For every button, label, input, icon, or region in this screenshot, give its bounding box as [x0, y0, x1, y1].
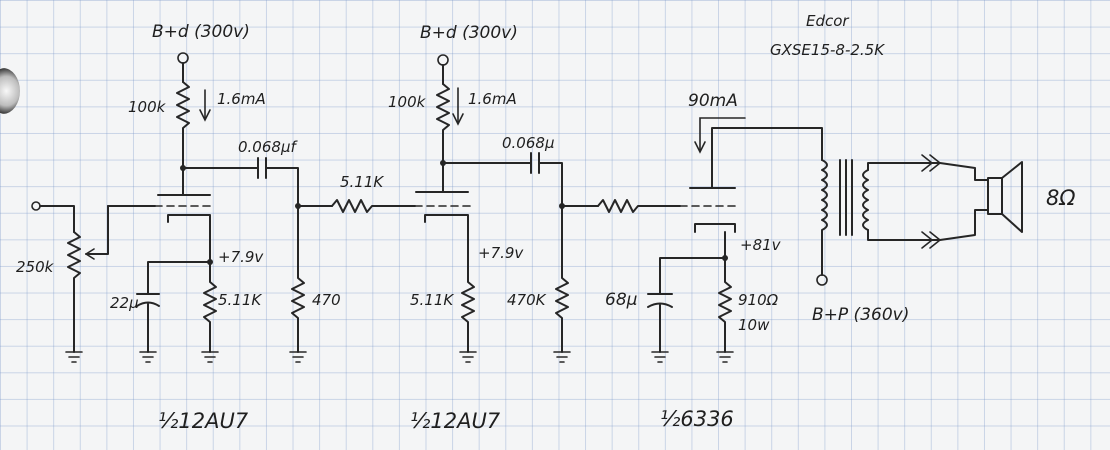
ground-symbols — [65, 351, 734, 363]
stage3-triode — [679, 187, 736, 233]
stage2-grid-stopper-resistor — [331, 199, 416, 213]
stage2-plate-resistor-label: 100k — [388, 93, 427, 111]
tube3-label: ½6336 — [660, 407, 734, 431]
stage3-grid-leak-resistor — [555, 205, 569, 353]
stage2-grid-leak-resistor — [291, 205, 305, 353]
stage1-coupling-capacitor — [257, 157, 267, 179]
tube1-label: ½12AU7 — [158, 409, 249, 433]
tube2-label: ½12AU7 — [410, 409, 501, 433]
stage1-triode — [154, 194, 211, 223]
output-transformer — [821, 159, 869, 276]
stage1-cathode-resistor — [203, 261, 217, 353]
stage1-supply-label: B+d (300v) — [152, 22, 250, 42]
stage3-cathode-voltage-label: +81v — [740, 236, 782, 254]
stage2-cathode-resistor-label: 5.11K — [410, 291, 454, 309]
stage1-current-label: 1.6mA — [217, 90, 266, 108]
stage2-current-label: 1.6mA — [468, 90, 517, 108]
pot-wiper-arrow — [85, 248, 95, 260]
stage1-cathode-cap-label: 22µ — [110, 294, 139, 312]
stage1-cathode-resistor-label: 5.11K — [218, 291, 262, 309]
stage2-coupling-capacitor — [530, 152, 540, 174]
plate-supply-terminal — [816, 274, 828, 286]
stage1-output-wire — [265, 167, 299, 207]
stage2-grid-leak-label: 470 — [312, 291, 341, 309]
speaker-wire-bottom — [867, 209, 989, 241]
speaker-wire-top — [867, 162, 989, 181]
stage2-triode — [414, 191, 471, 223]
speaker-plug-bottom — [921, 231, 942, 249]
stage2-coupling-cap-label: 0.068µ — [502, 134, 555, 152]
stage3-cathode-cap-label: 68µ — [605, 290, 638, 310]
speaker-symbol — [987, 161, 1023, 233]
stage3-cathode-capacitor — [647, 293, 673, 353]
speaker-plug-top — [921, 154, 942, 172]
stage1-plate-resistor — [176, 81, 190, 169]
stage3-grid-leak-label: 470K — [507, 291, 547, 309]
stage1-input-wire — [39, 205, 75, 233]
stage3-grid-stopper-resistor — [597, 199, 681, 213]
binder-punch-hole — [0, 68, 20, 114]
speaker-impedance-label: 8Ω — [1046, 186, 1075, 210]
transformer-model-label: GXSE15-8-2.5K — [770, 41, 885, 59]
stage2-current-arrow — [452, 87, 464, 126]
stage1-coupling-cap-label: 0.068µf — [238, 138, 298, 156]
stage1-pot-wiper — [85, 205, 109, 255]
stage2-output-wire — [538, 162, 563, 207]
stage3-cathode-wire — [659, 231, 726, 295]
plate-supply-label: B+P (360v) — [812, 305, 909, 325]
stage3-plate-wire — [711, 127, 823, 189]
stage3-cathode-resistor — [718, 257, 732, 353]
stage3-current-arrow — [694, 117, 746, 154]
stage2-grid-stopper-label: 5.11K — [340, 173, 384, 191]
stage1-cathode-wire — [147, 221, 211, 295]
stage2-supply-label: B+d (300v) — [420, 23, 518, 43]
stage2-cathode-voltage-label: +7.9v — [478, 244, 524, 262]
stage3-cathode-resistor-label: 910Ω — [738, 291, 779, 309]
stage2-plate-resistor — [436, 83, 450, 164]
stage1-cathode-capacitor — [136, 293, 160, 353]
transformer-brand-label: Edcor — [806, 12, 849, 30]
stage2-supply-terminal — [437, 54, 449, 85]
stage3-cathode-resistor-power-label: 10w — [738, 316, 770, 334]
stage1-current-arrow — [199, 89, 211, 122]
stage1-cathode-voltage-label: +7.9v — [218, 248, 264, 266]
stage1-volume-pot — [67, 231, 81, 353]
input-terminal — [31, 201, 41, 211]
output-current-label: 90mA — [688, 91, 738, 111]
stage1-supply-terminal — [177, 52, 189, 83]
volume-pot-label: 250k — [16, 258, 55, 276]
stage1-plate-resistor-label: 100k — [128, 98, 167, 116]
stage2-cathode-resistor — [461, 221, 475, 353]
